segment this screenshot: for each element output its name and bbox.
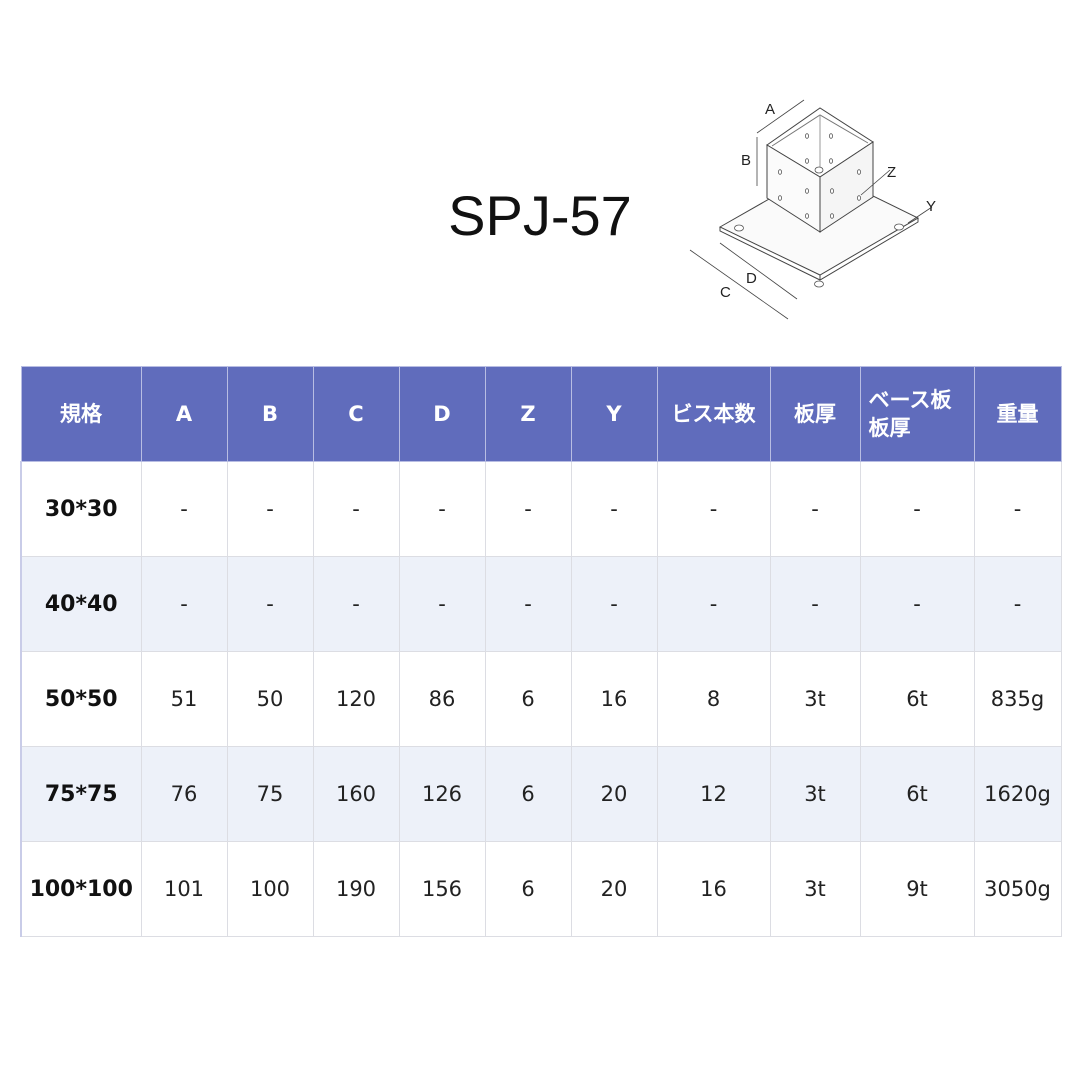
diagram-label-b: B	[741, 152, 751, 169]
cell-b: 50	[226, 651, 314, 747]
cell-z: -	[484, 461, 572, 557]
cell-z: 6	[484, 651, 572, 747]
cell-base-plate-thickness: -	[859, 556, 975, 652]
cell-b: -	[226, 556, 314, 652]
product-dimension-diagram: A B C D Z Y	[689, 99, 936, 320]
cell-weight: -	[973, 461, 1062, 557]
cell-c: 120	[312, 651, 400, 747]
header-d: D	[398, 366, 486, 462]
cell-y: 16	[570, 651, 658, 747]
cell-a: -	[140, 461, 228, 557]
cell-plate-thickness: 3t	[769, 746, 861, 842]
cell-c: 190	[312, 841, 400, 937]
cell-c: -	[312, 556, 400, 652]
diagram-label-a: A	[765, 101, 775, 118]
cell-screw-count: -	[656, 461, 771, 557]
header-base-plate-line2: 板厚	[868, 416, 911, 440]
cell-b: 100	[226, 841, 314, 937]
diagram-label-z: Z	[887, 164, 896, 181]
cell-spec: 30*30	[20, 461, 142, 557]
cell-a: 76	[140, 746, 228, 842]
header-z: Z	[484, 366, 572, 462]
cell-screw-count: 12	[656, 746, 771, 842]
table-row: 50*50 51 50 120 86 6 16 8 3t 6t 835g	[20, 651, 1062, 747]
cell-plate-thickness: 3t	[769, 651, 861, 747]
table-row: 75*75 76 75 160 126 6 20 12 3t 6t 1620g	[20, 746, 1062, 842]
cell-plate-thickness: -	[769, 461, 861, 557]
header-plate-thickness: 板厚	[769, 366, 861, 462]
cell-a: 51	[140, 651, 228, 747]
cell-base-plate-thickness: 9t	[859, 841, 975, 937]
header-base-plate-thickness: ベース板 板厚	[859, 366, 975, 462]
diagram-label-d: D	[746, 270, 757, 287]
cell-y: -	[570, 461, 658, 557]
cell-d: -	[398, 461, 486, 557]
header-weight: 重量	[973, 366, 1062, 462]
cell-base-plate-thickness: 6t	[859, 651, 975, 747]
spec-table: 規格 A B C D Z Y ビス本数 板厚 ベース板 板厚 重量 30*30 …	[20, 366, 1062, 937]
cell-spec: 50*50	[20, 651, 142, 747]
cell-d: 126	[398, 746, 486, 842]
header-spec: 規格	[20, 366, 142, 462]
header-c: C	[312, 366, 400, 462]
cell-weight: 3050g	[973, 841, 1062, 937]
cell-y: 20	[570, 746, 658, 842]
cell-d: 156	[398, 841, 486, 937]
cell-a: 101	[140, 841, 228, 937]
header-a: A	[140, 366, 228, 462]
cell-screw-count: 8	[656, 651, 771, 747]
cell-screw-count: 16	[656, 841, 771, 937]
diagram-label-c: C	[720, 284, 731, 301]
cell-weight: -	[973, 556, 1062, 652]
cell-a: -	[140, 556, 228, 652]
cell-base-plate-thickness: 6t	[859, 746, 975, 842]
cell-c: 160	[312, 746, 400, 842]
header-y: Y	[570, 366, 658, 462]
cell-plate-thickness: 3t	[769, 841, 861, 937]
cell-plate-thickness: -	[769, 556, 861, 652]
cell-spec: 40*40	[20, 556, 142, 652]
cell-y: -	[570, 556, 658, 652]
table-row: 30*30 - - - - - - - - - -	[20, 461, 1062, 557]
cell-d: 86	[398, 651, 486, 747]
table-row: 40*40 - - - - - - - - - -	[20, 556, 1062, 652]
cell-spec: 100*100	[20, 841, 142, 937]
cell-screw-count: -	[656, 556, 771, 652]
cell-d: -	[398, 556, 486, 652]
cell-weight: 1620g	[973, 746, 1062, 842]
diagram-label-y: Y	[926, 198, 936, 215]
cell-b: 75	[226, 746, 314, 842]
cell-b: -	[226, 461, 314, 557]
header-base-plate-line1: ベース板	[868, 388, 952, 412]
header-screw-count: ビス本数	[656, 366, 771, 462]
cell-weight: 835g	[973, 651, 1062, 747]
cell-spec: 75*75	[20, 746, 142, 842]
cell-z: -	[484, 556, 572, 652]
cell-z: 6	[484, 841, 572, 937]
header-b: B	[226, 366, 314, 462]
cell-c: -	[312, 461, 400, 557]
table-row: 100*100 101 100 190 156 6 20 16 3t 9t 30…	[20, 841, 1062, 937]
cell-y: 20	[570, 841, 658, 937]
cell-z: 6	[484, 746, 572, 842]
cell-base-plate-thickness: -	[859, 461, 975, 557]
product-title: SPJ-57	[448, 184, 632, 247]
table-header-row: 規格 A B C D Z Y ビス本数 板厚 ベース板 板厚 重量	[20, 366, 1062, 462]
